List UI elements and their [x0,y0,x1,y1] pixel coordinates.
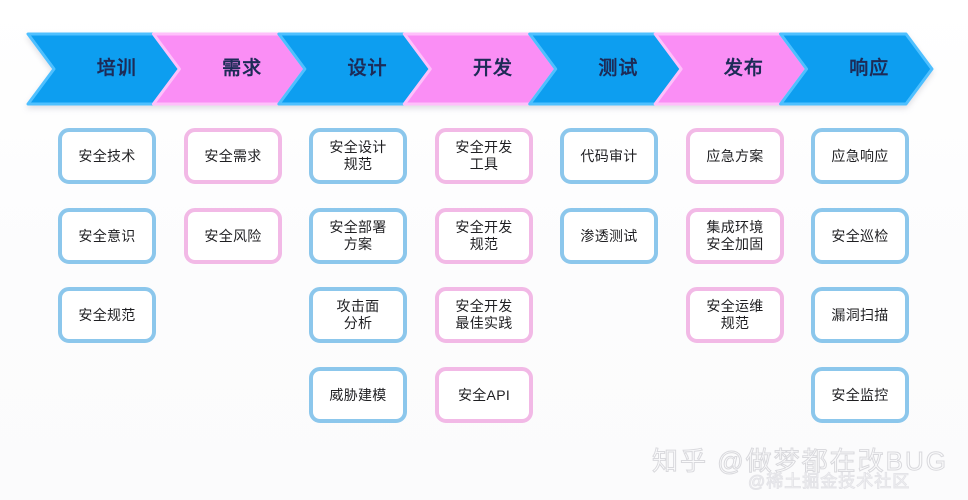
item-box[interactable]: 安全运维 规范 [686,287,784,343]
item-label: 集成环境 安全加固 [706,219,764,252]
item-label: 安全开发 最佳实践 [455,298,513,331]
item-label: 代码审计 [580,147,638,164]
phase-band: 培训需求设计开发测试发布响应 [26,32,934,106]
item-label: 安全意识 [78,227,136,244]
item-box[interactable]: 应急方案 [686,128,784,184]
item-box[interactable]: 安全监控 [811,367,909,423]
item-box[interactable]: 集成环境 安全加固 [686,208,784,264]
item-label: 安全API [457,386,511,403]
watermark-secondary: @稀土掘金技术社区 [747,472,911,492]
watermark-primary: 知乎 @做梦都在改BUG [652,446,948,477]
item-box[interactable]: 安全意识 [58,208,156,264]
item-label: 渗透测试 [580,227,638,244]
item-label: 安全设计 规范 [329,139,387,172]
item-box[interactable]: 安全巡检 [811,208,909,264]
item-label: 应急方案 [706,147,764,164]
item-label: 安全规范 [78,306,136,323]
item-label: 安全风险 [204,227,262,244]
item-box[interactable]: 安全部署 方案 [309,208,407,264]
phase-chevron-graphic [26,32,934,106]
phase-chevron-1[interactable] [26,32,181,106]
item-label: 攻击面 分析 [336,298,380,331]
item-box[interactable]: 应急响应 [811,128,909,184]
item-box[interactable]: 攻击面 分析 [309,287,407,343]
item-box[interactable]: 安全风险 [184,208,282,264]
item-box[interactable]: 安全需求 [184,128,282,184]
item-label: 安全需求 [204,147,262,164]
item-label: 安全部署 方案 [329,219,387,252]
item-box[interactable]: 安全开发 工具 [435,128,533,184]
item-box[interactable]: 威胁建模 [309,367,407,423]
item-box[interactable]: 安全开发 规范 [435,208,533,264]
item-label: 安全运维 规范 [706,298,764,331]
item-box[interactable]: 安全技术 [58,128,156,184]
item-label: 威胁建模 [329,386,387,403]
item-label: 安全开发 规范 [455,219,513,252]
item-label: 安全监控 [831,386,889,403]
item-label: 应急响应 [831,147,889,164]
item-box[interactable]: 渗透测试 [560,208,658,264]
item-box[interactable]: 漏洞扫描 [811,287,909,343]
item-box[interactable]: 代码审计 [560,128,658,184]
item-box[interactable]: 安全规范 [58,287,156,343]
item-label: 安全技术 [78,147,136,164]
item-label: 漏洞扫描 [831,306,889,323]
item-box[interactable]: 安全开发 最佳实践 [435,287,533,343]
phase-chevron-7[interactable] [779,32,934,106]
item-label: 安全开发 工具 [455,139,513,172]
item-label: 安全巡检 [831,227,889,244]
item-box[interactable]: 安全设计 规范 [309,128,407,184]
item-box[interactable]: 安全API [435,367,533,423]
